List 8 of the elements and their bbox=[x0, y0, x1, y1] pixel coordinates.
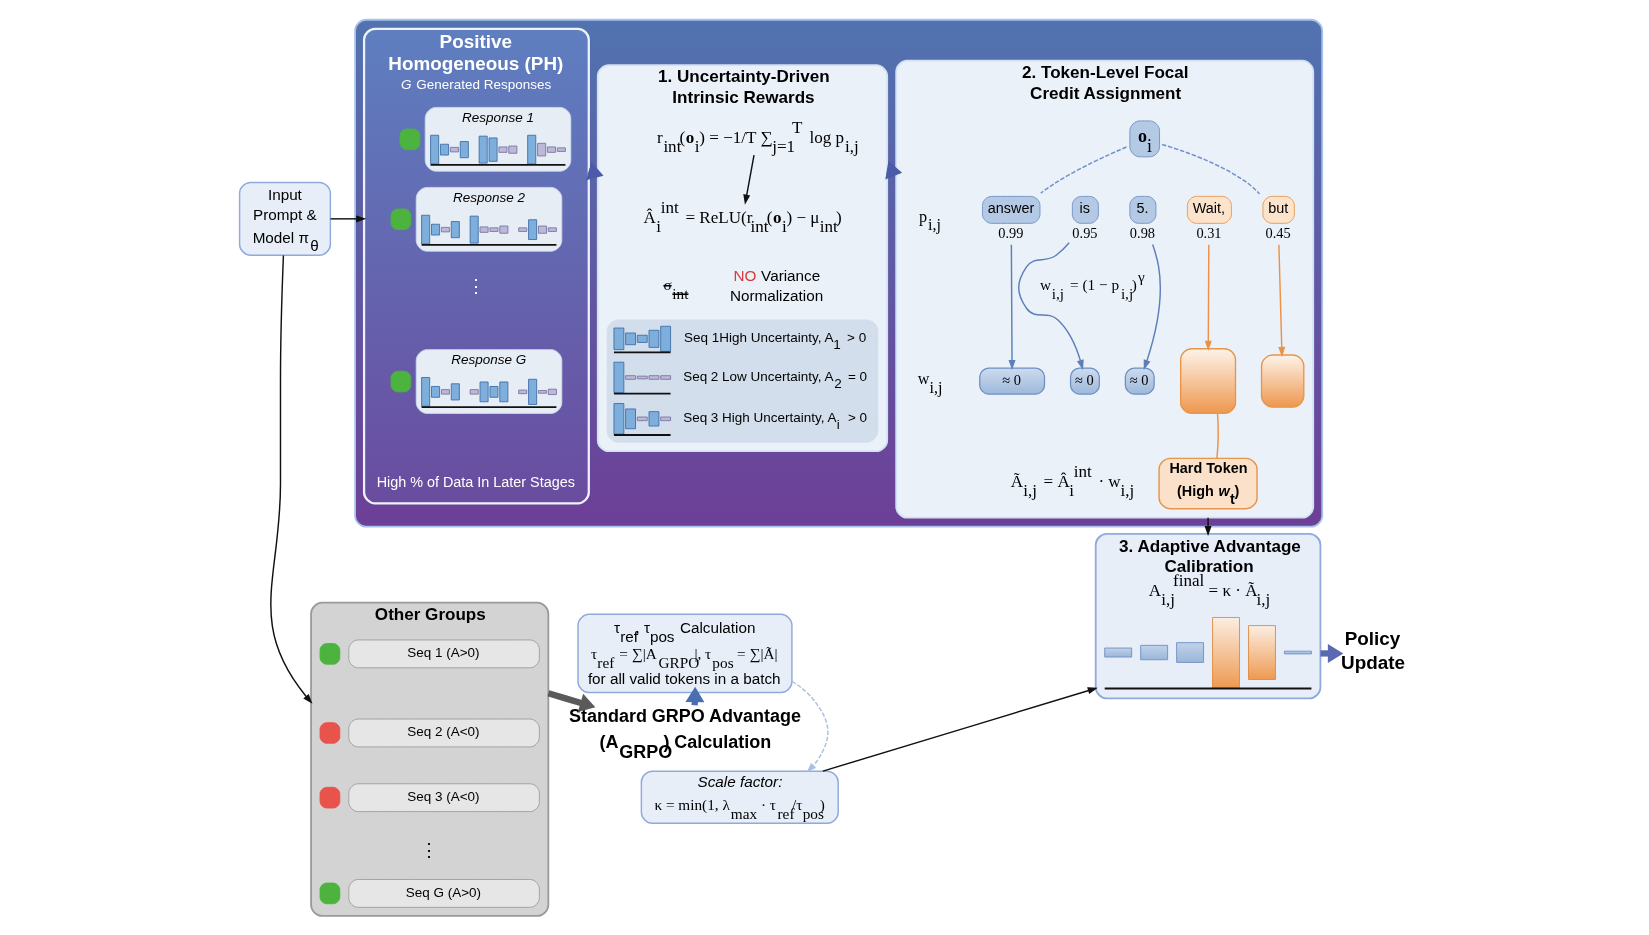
node-label: 0.45 bbox=[1265, 224, 1291, 241]
node-label: 0.99 bbox=[998, 224, 1024, 241]
node-text: Policy Update bbox=[1341, 628, 1406, 674]
label: ⋮ bbox=[467, 276, 485, 297]
node-label: 0.95 bbox=[1072, 224, 1098, 241]
node-label: 0.31 bbox=[1196, 224, 1222, 241]
node-label: 0.98 bbox=[1129, 224, 1156, 241]
label: ⋮ bbox=[420, 839, 439, 860]
